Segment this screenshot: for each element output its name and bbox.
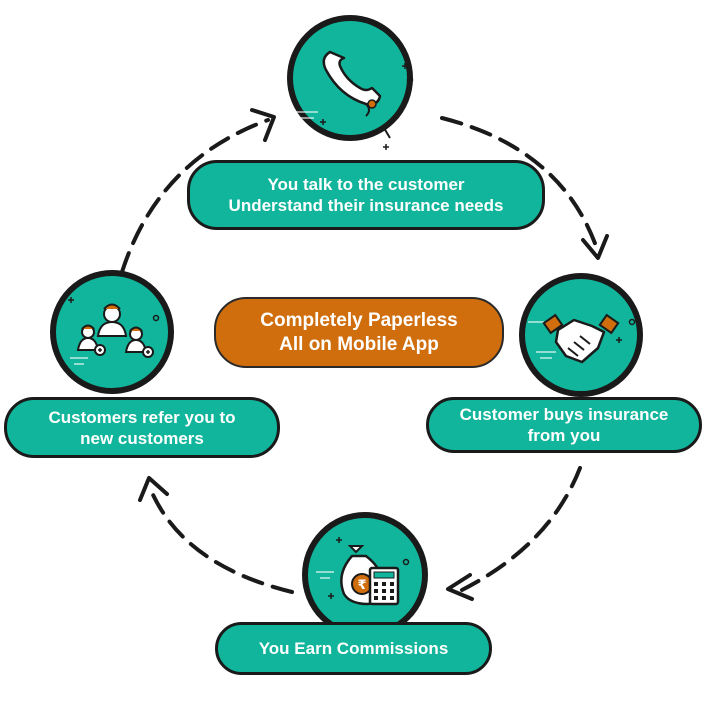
money-bag-calculator-icon: ₹ xyxy=(340,545,400,606)
step-3-circle: ₹ xyxy=(302,512,428,638)
step-4-label: Customers refer you to new customers xyxy=(4,397,280,458)
arrowhead-bottom-right xyxy=(446,573,474,601)
step-2-line-1: Customer buys insurance xyxy=(459,405,669,424)
step-1-line-1: You talk to the customer xyxy=(267,175,465,194)
center-line-2: All on Mobile App xyxy=(279,333,439,355)
arrow-bottom-left xyxy=(148,486,294,594)
step-4-circle xyxy=(50,270,174,394)
arrowhead-bottom-left xyxy=(138,476,169,502)
step-1-line-2: Understand their insurance needs xyxy=(228,196,504,215)
arrow-top-left xyxy=(120,118,270,274)
step-4-line-1: Customers refer you to xyxy=(48,407,236,427)
phone-icon xyxy=(322,50,391,139)
step-4-line-2: new customers xyxy=(80,428,204,448)
step-2-line-2: from you xyxy=(527,426,601,445)
step-2-circle xyxy=(519,273,643,397)
people-referral-icon xyxy=(76,303,154,358)
handshake-icon xyxy=(542,313,620,364)
center-line-1: Completely Paperless xyxy=(260,309,458,331)
arrow-top-right xyxy=(440,116,598,248)
step-1-label: You talk to the customer Understand thei… xyxy=(187,160,545,230)
step-2-label: Customer buys insurance from you xyxy=(426,397,702,453)
step-3-label: You Earn Commissions xyxy=(215,622,492,675)
arrow-bottom-right xyxy=(460,466,582,592)
step-1-circle xyxy=(287,15,414,150)
svg-text:₹: ₹ xyxy=(357,578,366,593)
arrowhead-top-right xyxy=(581,234,609,260)
arrowhead-top-left xyxy=(250,108,276,142)
center-message: Completely Paperless All on Mobile App xyxy=(214,297,504,368)
step-3-line-1: You Earn Commissions xyxy=(258,639,449,658)
